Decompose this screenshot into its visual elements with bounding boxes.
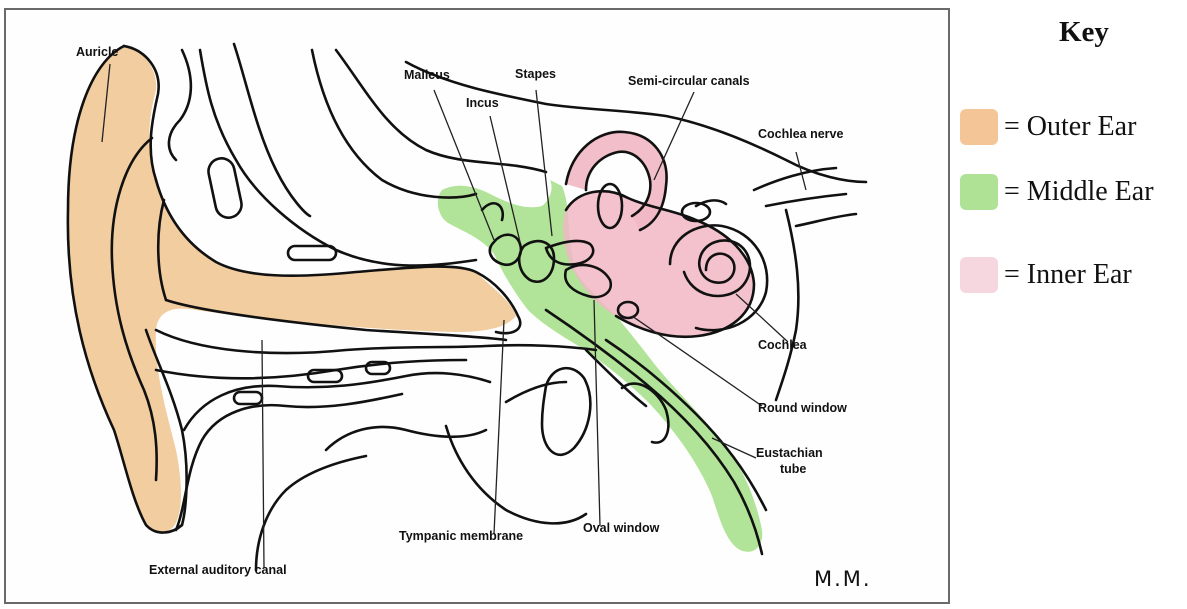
- key-title: Key: [1059, 16, 1109, 49]
- artist-signature: M.M.: [814, 567, 872, 591]
- outer-ear-swatch: [960, 109, 998, 145]
- key-label-outer-ear: = Outer Ear: [1004, 111, 1136, 143]
- label-auricle: Auricle: [76, 45, 118, 59]
- middle-ear-swatch: [960, 174, 998, 210]
- label-stapes: Stapes: [515, 67, 556, 81]
- color-key: Key = Outer Ear = Middle Ear = Inner Ear: [960, 0, 1185, 340]
- key-item-middle-ear: = Middle Ear: [960, 169, 1154, 215]
- key-item-inner-ear: = Inner Ear: [960, 252, 1132, 298]
- label-cochlea: Cochlea: [758, 338, 808, 352]
- ear-diagram-frame: Auricle Malleus Stapes Incus Semi-circul…: [4, 8, 950, 604]
- key-label-middle-ear: = Middle Ear: [1004, 176, 1154, 208]
- label-semicircular-canals: Semi-circular canals: [628, 74, 750, 88]
- label-malleus: Malleus: [404, 68, 450, 82]
- label-incus: Incus: [466, 96, 499, 110]
- label-external-auditory-canal: External auditory canal: [149, 563, 287, 577]
- outer-ear-region: [68, 46, 516, 532]
- label-round-window: Round window: [758, 401, 847, 415]
- label-oval-window: Oval window: [583, 521, 660, 535]
- label-eustachian-tube-1: Eustachian: [756, 446, 823, 460]
- label-eustachian-tube-2: tube: [780, 462, 806, 476]
- inner-ear-swatch: [960, 257, 998, 293]
- ear-anatomy-illustration: Auricle Malleus Stapes Incus Semi-circul…: [6, 10, 952, 606]
- key-label-inner-ear: = Inner Ear: [1004, 259, 1132, 291]
- key-item-outer-ear: = Outer Ear: [960, 104, 1136, 150]
- label-tympanic-membrane: Tympanic membrane: [399, 529, 523, 543]
- label-cochlea-nerve: Cochlea nerve: [758, 127, 844, 141]
- auricle-shape: [68, 46, 516, 532]
